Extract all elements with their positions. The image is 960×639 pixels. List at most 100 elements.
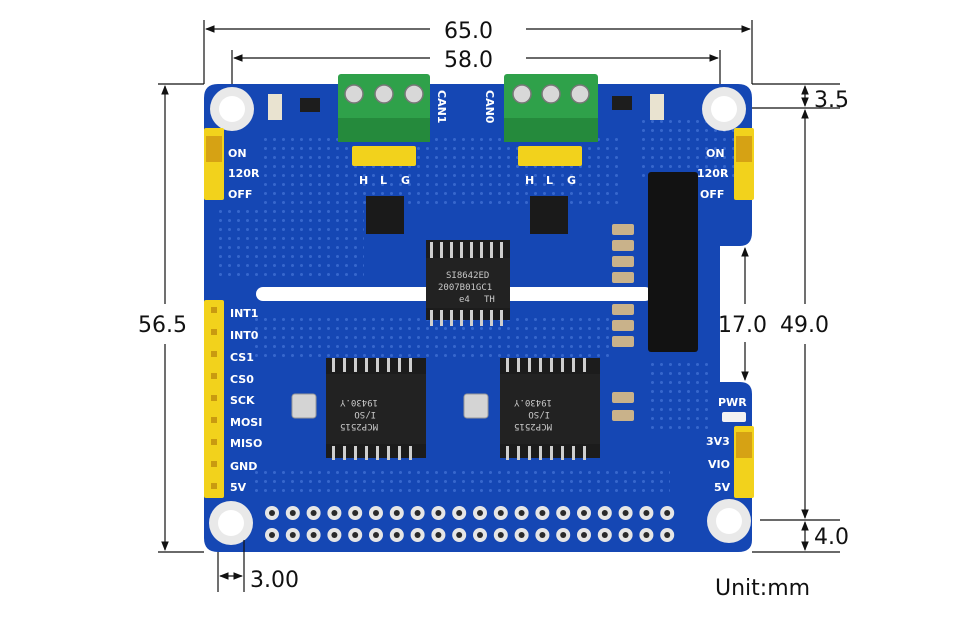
can0-terminal-block xyxy=(504,74,598,142)
left-jumper-off: OFF xyxy=(228,188,252,201)
gpio-hole-center xyxy=(435,532,442,538)
gpio-header-left xyxy=(204,300,224,498)
header-label-miso: MISO xyxy=(230,437,262,450)
mounting-hole-bottom-right xyxy=(707,499,751,543)
gpio-hole-center xyxy=(289,510,296,516)
crystal-left xyxy=(291,393,317,419)
right-jumper-on: ON xyxy=(706,147,725,160)
dimension-annotations xyxy=(158,20,840,592)
dim-width-holes: 58.0 xyxy=(444,48,493,73)
pwr-led xyxy=(722,412,746,422)
crystal-right xyxy=(463,393,489,419)
header-label-int0: INT0 xyxy=(230,329,259,342)
can1-pin-h: H xyxy=(359,174,368,187)
gpio-hole-center xyxy=(331,532,338,538)
can1-pin-header xyxy=(352,146,416,166)
gpio-hole-center xyxy=(289,532,296,538)
gpio-hole-center xyxy=(393,510,400,516)
via-field-bottom xyxy=(250,468,670,496)
header-label-gnd: GND xyxy=(230,460,257,473)
can1-label: CAN1 xyxy=(435,90,448,123)
can1-pin-l: L xyxy=(380,174,387,187)
gpio-hole-center xyxy=(560,510,567,516)
gpio-hole-center xyxy=(664,532,671,538)
can0-pin-header xyxy=(518,146,582,166)
mounting-hole-bottom-left xyxy=(209,501,253,545)
mcp2515-chip-right xyxy=(500,358,600,460)
dim-top-offset: 3.5 xyxy=(814,88,849,113)
gpio-hole-center xyxy=(414,510,421,516)
header-label-sck: SCK xyxy=(230,394,255,407)
isolator-text-1: SI8642ED xyxy=(446,271,489,281)
can1-terminal-block xyxy=(338,74,430,142)
gpio-hole-center xyxy=(352,510,359,516)
gpio-hole-center xyxy=(477,510,483,516)
mcp-right-sub: I/SO xyxy=(528,409,550,419)
right-jumper-off: OFF xyxy=(700,188,724,201)
gpio-hole-center xyxy=(497,532,504,538)
gpio-hole-center xyxy=(310,510,317,516)
gpio-hole-center xyxy=(269,532,275,538)
gpio-hole-center xyxy=(539,510,546,516)
power-vio: VIO xyxy=(708,458,730,471)
right-termination-jumper xyxy=(734,128,754,200)
dim-left-offset: 3.00 xyxy=(250,568,299,593)
unit-label: Unit:mm xyxy=(715,576,810,601)
via-field-left xyxy=(214,206,364,282)
top-left-resistor xyxy=(268,94,282,120)
gpio-hole-center xyxy=(539,532,546,538)
gpio-hole-center xyxy=(352,532,359,538)
top-right-sot xyxy=(612,96,632,110)
isolator-text-3: TH xyxy=(484,295,495,305)
can1-pin-g: G xyxy=(401,174,410,187)
top-right-resistor xyxy=(650,94,664,120)
power-select-jumper xyxy=(734,426,754,498)
isolator-text-2: 2007B01GC1 xyxy=(438,283,492,293)
gpio-hole-center xyxy=(456,510,463,516)
header-label-cs1: CS1 xyxy=(230,351,254,364)
mcp-right-code: 19430.Y xyxy=(513,397,552,407)
mounting-hole-top-left xyxy=(210,87,254,131)
gpio-hole-center xyxy=(414,532,421,538)
via-field-right-low xyxy=(650,360,710,430)
header-label-mosi: MOSI xyxy=(230,416,262,429)
dim-bottom-offset: 4.0 xyxy=(814,525,849,550)
gpio-hole-center xyxy=(601,532,608,538)
dim-width-outer: 65.0 xyxy=(444,19,493,44)
gpio-hole-center xyxy=(477,532,483,538)
gpio-hole-center xyxy=(643,532,650,538)
dim-height-total: 56.5 xyxy=(138,313,187,338)
can0-pin-g: G xyxy=(567,174,576,187)
gpio-hole-center xyxy=(622,510,629,516)
header-label-int1: INT1 xyxy=(230,307,258,320)
gpio-hole-center xyxy=(581,532,587,538)
header-label-cs0: CS0 xyxy=(230,373,254,386)
header-label-5v: 5V xyxy=(230,481,247,494)
gpio-hole-center xyxy=(373,532,379,538)
gpio-hole-center xyxy=(664,510,671,516)
gpio-hole-center xyxy=(310,532,317,538)
isolator-chip xyxy=(426,240,510,326)
mcp-left-name: MCP2515 xyxy=(340,421,378,431)
mcp-left-sub: I/SO xyxy=(354,409,376,419)
dc-dc-module xyxy=(648,172,698,352)
gpio-hole-center xyxy=(643,510,650,516)
left-termination-jumper xyxy=(204,128,224,200)
gpio-hole-center xyxy=(622,532,629,538)
pwr-label: PWR xyxy=(718,396,747,409)
gpio-hole-center xyxy=(601,510,608,516)
gpio-hole-center xyxy=(373,510,379,516)
top-left-sot xyxy=(300,98,320,112)
gpio-hole-center xyxy=(518,532,525,538)
right-jumper-120r: 120R xyxy=(697,167,729,180)
can0-pin-h: H xyxy=(525,174,534,187)
transceiver-chip-right xyxy=(530,196,568,234)
can0-label: CAN0 xyxy=(483,90,496,124)
gpio-hole-center xyxy=(518,510,525,516)
mcp2515-chip-left xyxy=(326,358,426,460)
gpio-hole-center xyxy=(393,532,400,538)
gpio-hole-center xyxy=(497,510,504,516)
mcp-right-name: MCP2515 xyxy=(514,421,552,431)
left-jumper-120r: 120R xyxy=(228,167,260,180)
